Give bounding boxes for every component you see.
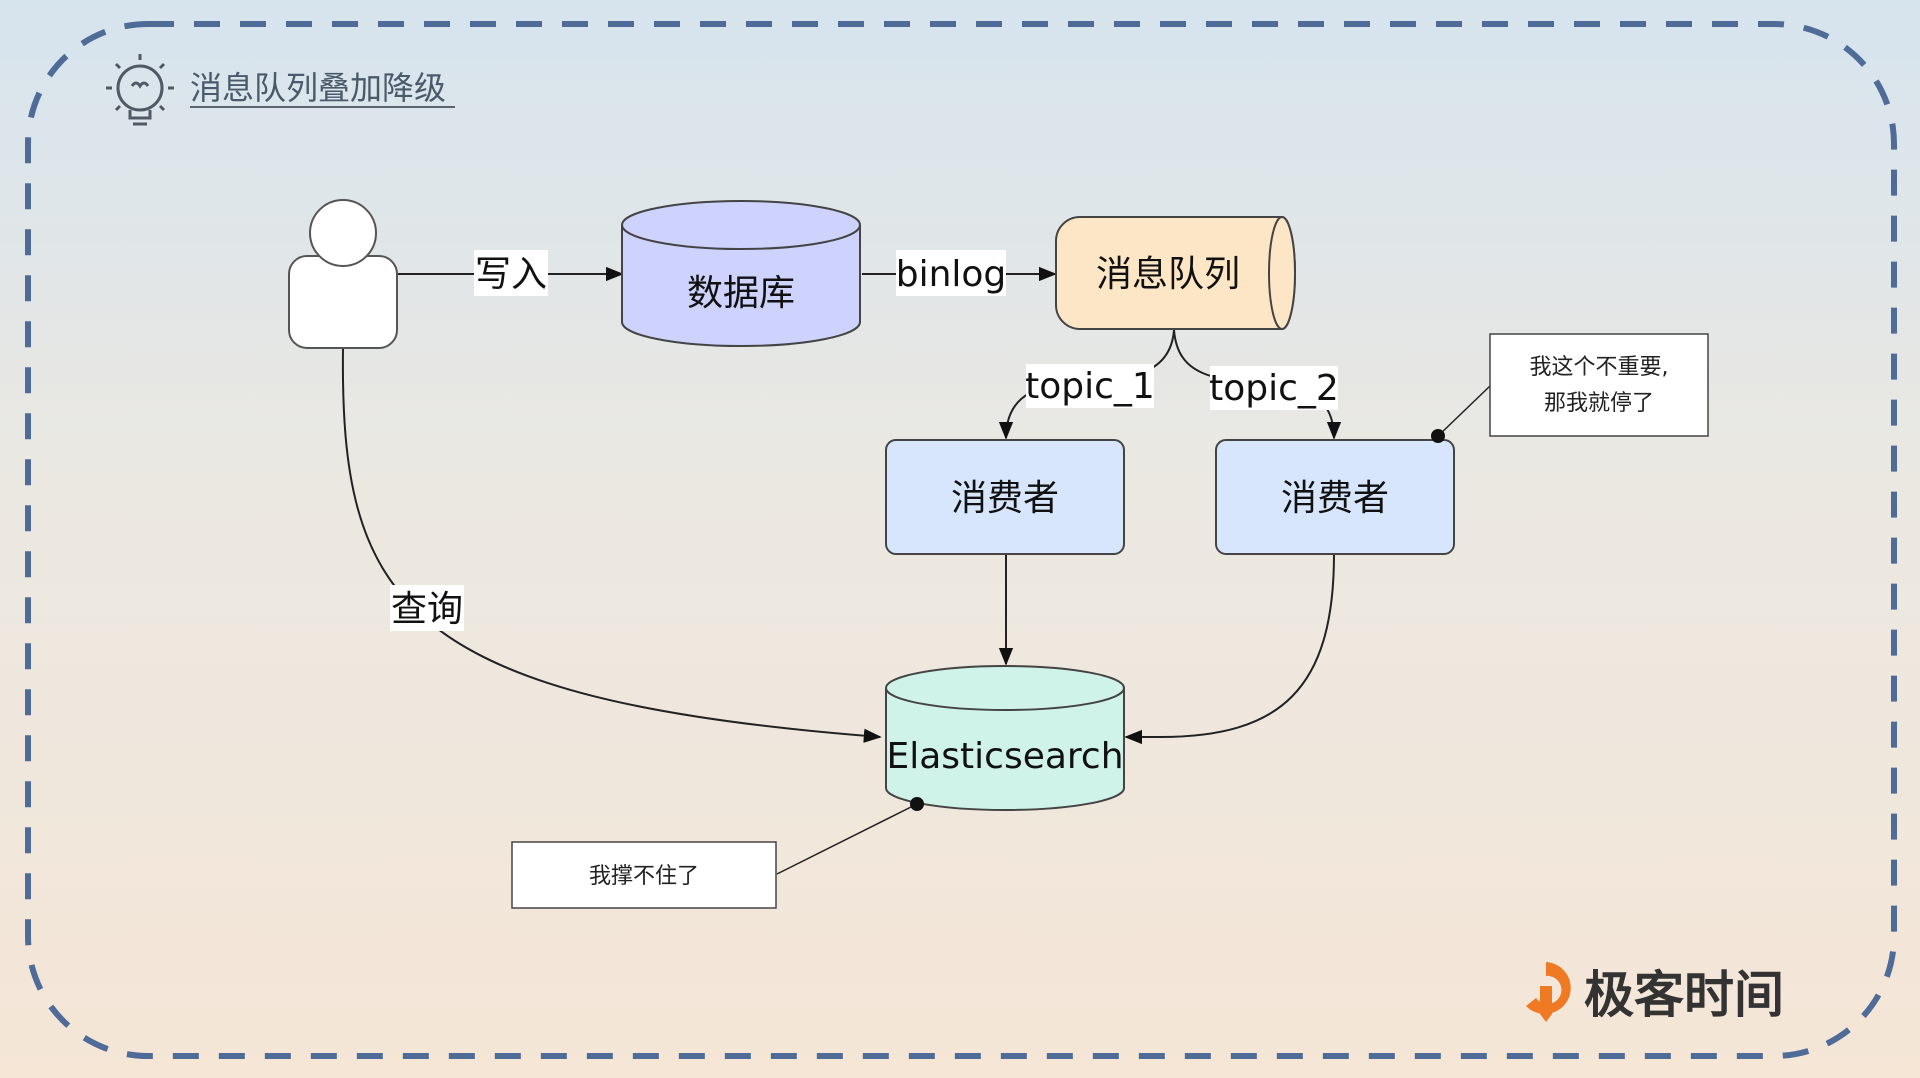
edge-binlog-label-bg bbox=[896, 250, 1006, 296]
dashed-frame bbox=[25, 21, 1897, 1059]
edge-topic-2-label: topic_2 bbox=[1209, 368, 1339, 409]
edge-topic-2-label-bg bbox=[1210, 366, 1338, 410]
note-unimportant-connector bbox=[1437, 385, 1491, 437]
note-unimportant-anchor bbox=[1431, 429, 1445, 443]
lightbulb-icon bbox=[106, 54, 174, 126]
edge-query bbox=[341, 347, 882, 743]
user-icon bbox=[288, 199, 398, 349]
edge-consumer-2-to-search bbox=[1124, 553, 1335, 745]
search-node: Elasticsearch bbox=[885, 665, 1125, 811]
note-unimportant-line-1: 我这个不重要, bbox=[1530, 355, 1669, 380]
database-node: 数据库 bbox=[621, 200, 861, 347]
edge-binlog-label: binlog bbox=[896, 254, 1007, 295]
note-overloaded-connector bbox=[776, 803, 918, 875]
note-overloaded-text: 我撑不住了 bbox=[589, 864, 699, 889]
page-title: 消息队列叠加降级 bbox=[190, 69, 446, 107]
note-overloaded: 我撑不住了 bbox=[511, 841, 777, 909]
edge-topic-1-label-bg bbox=[1026, 364, 1154, 408]
note-unimportant-line-2: 那我就停了 bbox=[1544, 391, 1654, 416]
geektime-logo-icon bbox=[1526, 962, 1571, 1022]
search-label: Elasticsearch bbox=[886, 736, 1123, 777]
queue-label: 消息队列 bbox=[1096, 254, 1240, 295]
consumer-2-label: 消费者 bbox=[1281, 478, 1389, 519]
consumer-node-1: 消费者 bbox=[885, 439, 1125, 555]
edge-write-label-bg bbox=[474, 250, 548, 296]
consumer-1-label: 消费者 bbox=[951, 478, 1059, 519]
consumer-node-2: 消费者 bbox=[1215, 439, 1455, 555]
brand-name: 极客时间 bbox=[1584, 966, 1784, 1024]
database-label: 数据库 bbox=[687, 273, 795, 314]
queue-node: 消息队列 bbox=[1055, 216, 1296, 330]
note-unimportant: 我这个不重要, 那我就停了 bbox=[1489, 333, 1709, 437]
edge-query-label-bg bbox=[390, 585, 464, 631]
note-overloaded-anchor bbox=[910, 797, 924, 811]
edge-topic-1-label: topic_1 bbox=[1025, 366, 1155, 407]
edge-query-label: 查询 bbox=[391, 589, 463, 630]
edge-write-label: 写入 bbox=[475, 254, 547, 295]
